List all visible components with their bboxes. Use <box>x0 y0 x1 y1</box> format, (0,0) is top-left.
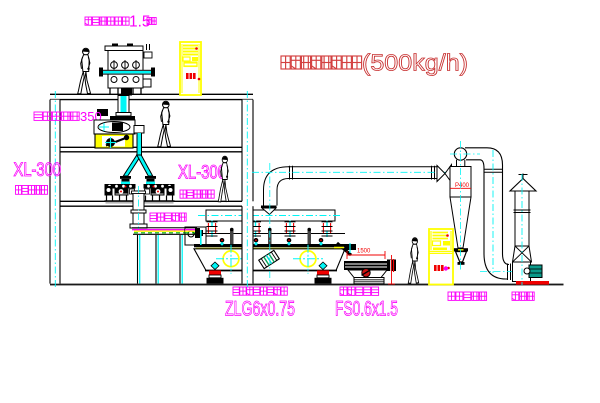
svg-text:XL-300: XL-300 <box>14 160 62 181</box>
svg-text:XL-300: XL-300 <box>178 163 226 184</box>
svg-text:FS0.6x1.5: FS0.6x1.5 <box>335 298 398 321</box>
svg-text:P400: P400 <box>455 183 470 189</box>
svg-text:ZLG6x0.75: ZLG6x0.75 <box>225 298 295 321</box>
svg-text:(500kg/h): (500kg/h) <box>362 50 468 76</box>
svg-text:1500: 1500 <box>357 249 371 255</box>
svg-text:1.5: 1.5 <box>129 14 151 31</box>
